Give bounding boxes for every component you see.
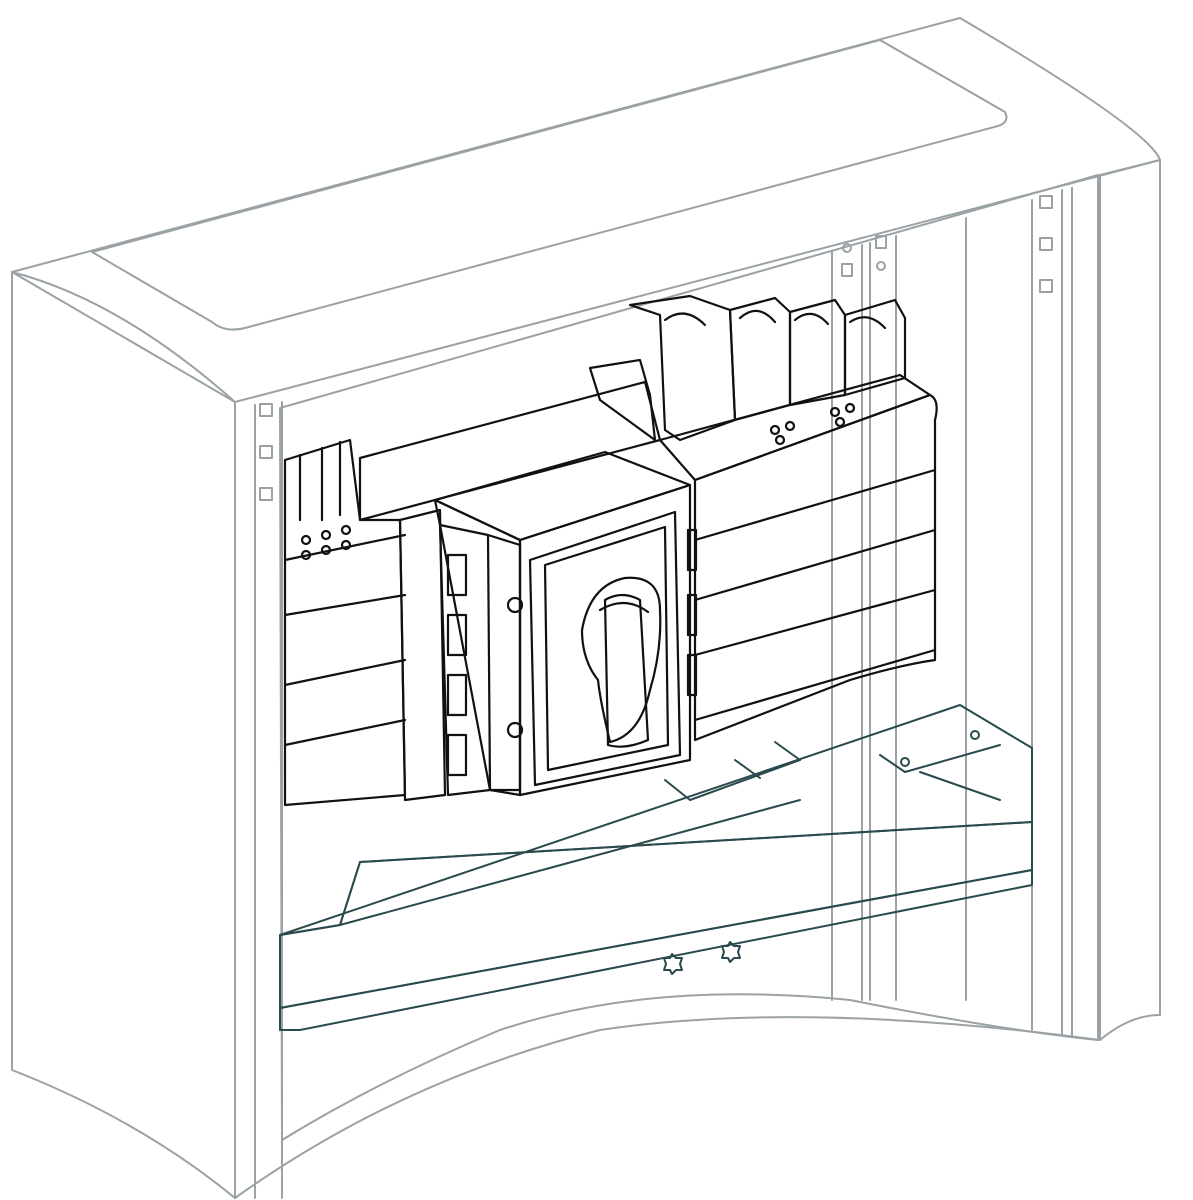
busbar-rail	[358, 380, 662, 522]
rail-slots	[259, 195, 1053, 501]
terminal-strip	[398, 508, 447, 802]
enclosure-bottom-edge	[234, 1016, 1101, 1199]
mounting-plate	[279, 704, 1033, 1031]
enclosure-right-wall	[1099, 159, 1161, 1041]
enclosure	[11, 17, 1161, 1199]
switch-side-face	[433, 498, 522, 797]
rotary-handle-grip	[603, 593, 650, 748]
left-terminal-block	[283, 438, 407, 807]
mounting-plate-flange	[279, 869, 1033, 1031]
rotary-handle	[580, 576, 662, 748]
right-busbar-body	[693, 393, 938, 742]
left-connector-holes	[300, 524, 352, 561]
mounting-plate-front	[279, 821, 1033, 1009]
mounting-plate-top	[279, 704, 1033, 936]
top-connector-holes	[769, 402, 856, 446]
enclosure-left-wall	[11, 271, 236, 1199]
terminal-cover-4	[843, 298, 907, 397]
terminal-cover-2	[728, 296, 792, 422]
rotary-handle-dial	[580, 576, 662, 744]
plate-fixing-marks	[663, 730, 980, 975]
enclosure-top-panel	[91, 39, 1008, 331]
enclosure-top	[11, 17, 1161, 403]
enclosure-back	[279, 174, 1099, 1141]
terminal-covers	[588, 294, 907, 442]
right-rails	[831, 187, 1073, 1036]
busbar-system	[283, 373, 938, 807]
switch-disconnector	[433, 450, 698, 797]
terminal-cover-1	[628, 294, 737, 442]
top-connector-plate	[658, 373, 932, 482]
